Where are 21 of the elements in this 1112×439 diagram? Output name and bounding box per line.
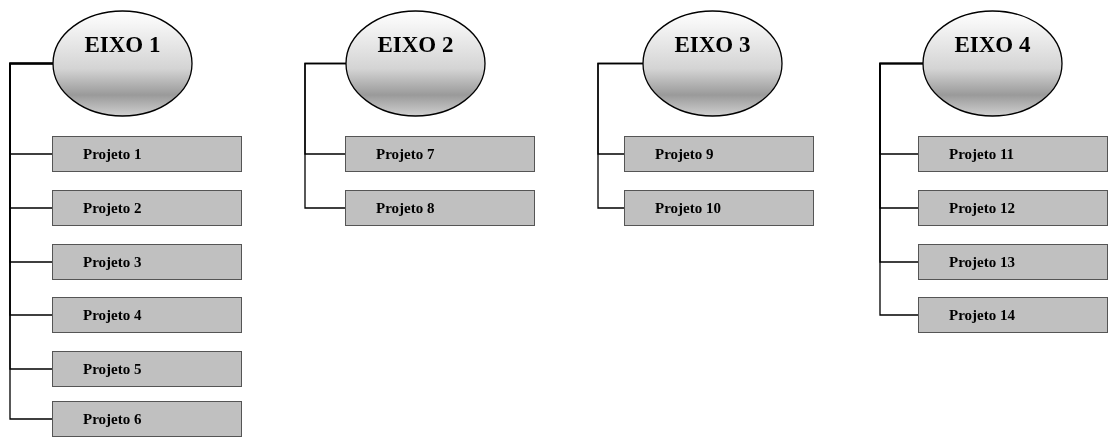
project-box: Projeto 2 [52, 190, 242, 226]
project-box: Projeto 13 [918, 244, 1108, 280]
project-box: Projeto 14 [918, 297, 1108, 333]
project-box: Projeto 3 [52, 244, 242, 280]
axis-title: EIXO 3 [674, 32, 751, 58]
axis-title: EIXO 2 [377, 32, 454, 58]
project-box: Projeto 5 [52, 351, 242, 387]
connector-line [597, 62, 644, 209]
axis-title: EIXO 4 [954, 32, 1031, 58]
project-box: Projeto 12 [918, 190, 1108, 226]
project-box: Projeto 7 [345, 136, 535, 172]
project-box: Projeto 11 [918, 136, 1108, 172]
project-box: Projeto 9 [624, 136, 814, 172]
axis-title: EIXO 1 [84, 32, 161, 58]
connector-line [879, 62, 924, 316]
project-box: Projeto 10 [624, 190, 814, 226]
project-box: Projeto 4 [52, 297, 242, 333]
connector-line [304, 62, 347, 209]
project-box: Projeto 8 [345, 190, 535, 226]
project-box: Projeto 6 [52, 401, 242, 437]
project-box: Projeto 1 [52, 136, 242, 172]
